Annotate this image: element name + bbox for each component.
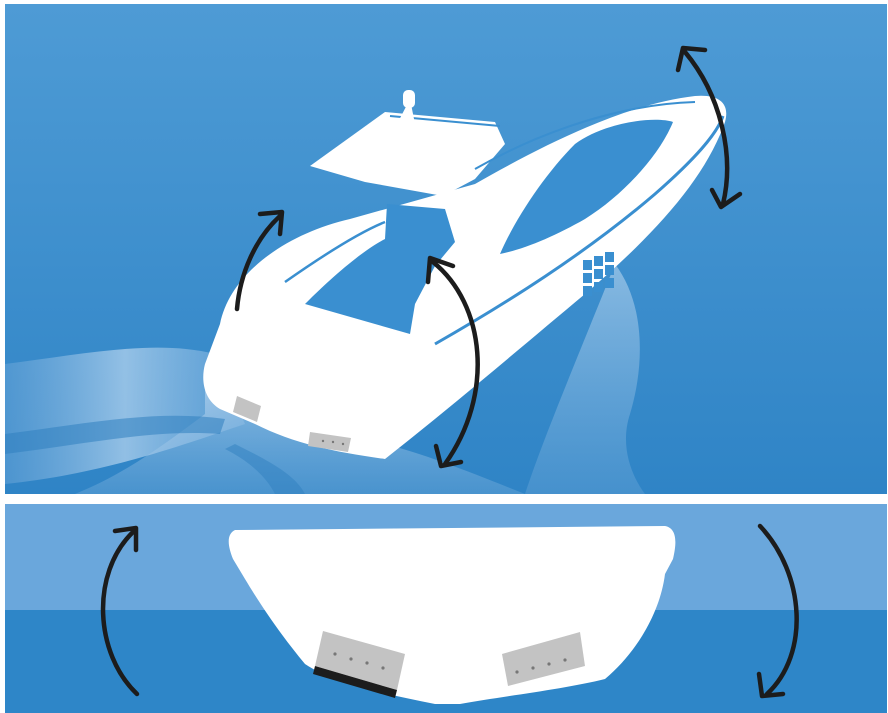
arrow-head-up — [425, 255, 456, 285]
roll-arrow-icon — [100, 529, 140, 697]
hardtop — [310, 112, 505, 196]
pitch-arrow-icon — [430, 259, 480, 467]
roll-arrow-icon — [234, 213, 283, 312]
boat-stern-illustration — [5, 504, 887, 713]
boat-perspective-panel — [5, 4, 887, 494]
wake-streak — [5, 415, 225, 454]
arrow-head-up — [257, 209, 285, 237]
arrow-head-down — [756, 671, 786, 699]
boat-stern-panel — [5, 504, 887, 713]
deck-stripe — [434, 115, 725, 346]
wake-streak-2 — [225, 444, 305, 494]
arrow-head-down — [709, 187, 743, 210]
sheer-line — [474, 101, 696, 170]
cockpit — [305, 204, 455, 334]
trim-tab-icon — [233, 396, 261, 422]
trim-tab-icon — [308, 432, 351, 452]
arrow-head-up — [112, 525, 139, 553]
arrow-head-down — [433, 443, 464, 469]
porthole-grid — [583, 252, 614, 296]
wake-left — [5, 347, 245, 484]
bow-arrow-icon — [682, 49, 730, 207]
wake-right — [525, 264, 645, 494]
roll-arrow-icon — [757, 523, 799, 697]
trim-tab-icon — [502, 632, 585, 686]
boat-perspective-illustration — [5, 4, 887, 494]
radar-mast — [403, 90, 415, 108]
cockpit-rim — [284, 220, 386, 284]
cabin-window — [500, 119, 673, 254]
arrow-head-up — [675, 45, 708, 73]
trim-tab-icon — [313, 631, 405, 698]
